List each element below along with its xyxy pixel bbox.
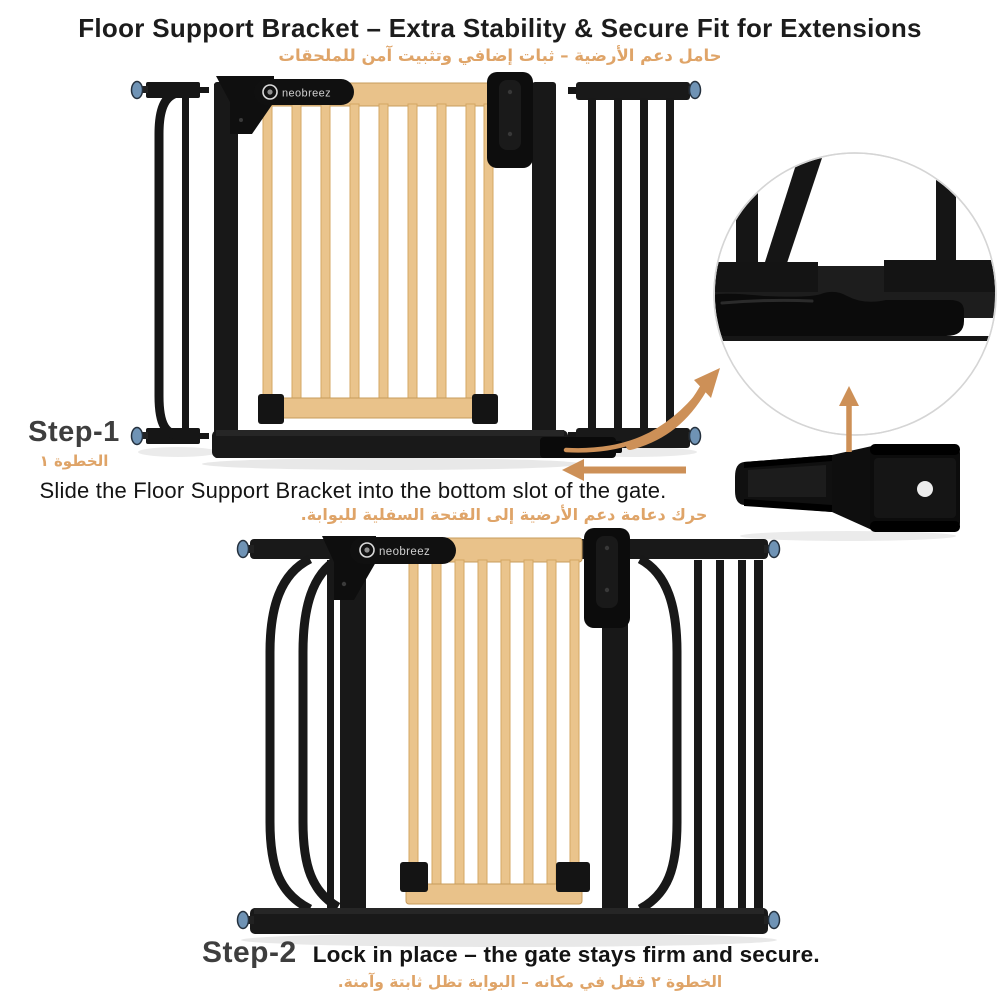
gate2-main-frame (340, 540, 628, 932)
gate2-latch-handle (584, 528, 630, 628)
gate2-wood-door (400, 537, 590, 905)
gate-step1-illustration: neobreez (130, 72, 702, 470)
brand-logo-text: neobreez (379, 546, 430, 558)
arrow-slide-left (562, 459, 686, 481)
step2-heading-block: Step-2 Lock in place – the gate stays fi… (202, 936, 820, 970)
wall-cup-cap (767, 910, 781, 930)
wall-cup-cap (130, 426, 144, 446)
gate1-latch-handle (487, 72, 533, 168)
inset-diagonal-strut (758, 154, 824, 284)
arrow-insert-up (839, 386, 859, 452)
zoom-circle-inset (713, 152, 997, 436)
gate1-shadow (202, 458, 582, 470)
gate1-logo-badge: neobreez (254, 79, 354, 105)
gate1-main-frame (212, 82, 568, 458)
brand-logo-text: neobreez (282, 88, 331, 100)
gate2-left-extension (265, 554, 341, 914)
step1-label-arabic: الخطوة ١ (39, 452, 109, 470)
wall-cup-cap (236, 910, 250, 930)
step2-instruction-arabic: الخطوة ٢ قفل في مكانه – البوابة تظل ثابت… (337, 973, 723, 991)
gate1-left-ext-shadow (138, 447, 218, 457)
screw (239, 118, 243, 122)
wall-cup-cap (688, 426, 702, 446)
arrow-curved-to-inset (563, 368, 720, 453)
screw (341, 581, 347, 587)
gate2-right-extension (637, 555, 763, 913)
inset-floor-bracket (715, 291, 964, 336)
step1-label: Step-1 (28, 416, 120, 448)
step2-label: Step-2 (202, 936, 297, 969)
gate1-wood-door (258, 82, 498, 424)
step1-heading-block: Step-1 الخطوة ١ (14, 416, 134, 470)
step1-instruction: Slide the Floor Support Bracket into the… (39, 478, 667, 503)
gate2-logo-badge: neobreez (350, 537, 456, 564)
page-subtitle-arabic: حامل دعم الأرضية – ثبات إضافي وتثبيت آمن… (278, 46, 722, 65)
step1-instruction-arabic: حرك دعامة دعم الأرضية إلى الفتحة السفلية… (300, 505, 708, 524)
wall-cup-cap (767, 539, 781, 559)
gate2-shadow (241, 933, 777, 947)
gate-step2-illustration: neobreez (236, 528, 781, 947)
step2-instruction: Lock in place – the gate stays firm and … (312, 942, 820, 967)
wall-cup-cap (688, 80, 702, 100)
inset-right-post (936, 166, 956, 288)
floor-support-bracket-part (735, 444, 960, 541)
page-title: Floor Support Bracket – Extra Stability … (78, 13, 922, 43)
gate1-left-extension (130, 80, 209, 446)
bracket-screw-hole (917, 481, 933, 497)
gate1-right-extension (568, 80, 702, 448)
wall-cup-cap (236, 539, 250, 559)
wall-cup-cap (130, 80, 144, 100)
